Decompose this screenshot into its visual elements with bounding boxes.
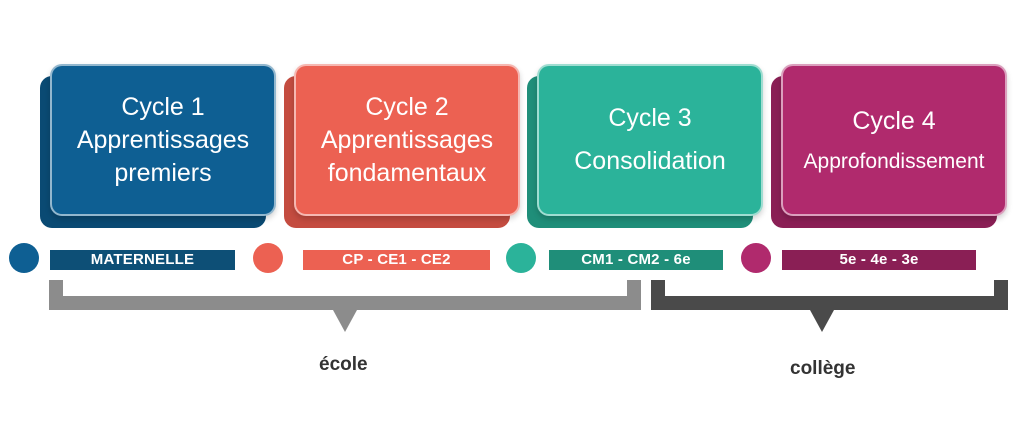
cycle-1-subtitle: Apprentissages premiers bbox=[76, 125, 250, 187]
cycle-4-subtitle: Approfondissement bbox=[803, 149, 985, 173]
cycle-3-level: CM1 - CM2 - 6e bbox=[549, 250, 723, 270]
cycle-4-level: 5e - 4e - 3e bbox=[782, 250, 976, 270]
cycle-3-dot bbox=[506, 243, 536, 273]
cycle-4-card: Cycle 4 Approfondissement bbox=[771, 64, 1007, 228]
cycle-3-card: Cycle 3 Consolidation bbox=[527, 64, 763, 228]
cycle-4-dot bbox=[741, 243, 771, 273]
cycle-3-box: Cycle 3 Consolidation bbox=[537, 64, 763, 216]
cycle-2-dot bbox=[253, 243, 283, 273]
college-pointer bbox=[810, 310, 834, 332]
cycle-4-box: Cycle 4 Approfondissement bbox=[781, 64, 1007, 216]
cycle-3-title: Cycle 3 bbox=[608, 104, 692, 132]
cycle-4-title: Cycle 4 bbox=[852, 106, 936, 135]
cycle-1-level: MATERNELLE bbox=[50, 250, 235, 270]
cycle-2-title: Cycle 2 bbox=[365, 92, 449, 121]
college-bracket bbox=[651, 280, 1008, 310]
ecole-label: école bbox=[319, 354, 368, 375]
cycle-1-card: Cycle 1 Apprentissages premiers bbox=[40, 64, 276, 228]
college-label: collège bbox=[790, 358, 856, 379]
cycle-2-subtitle: Apprentissages fondamentaux bbox=[320, 125, 494, 187]
ecole-bracket bbox=[49, 280, 641, 310]
cycle-2-level: CP - CE1 - CE2 bbox=[303, 250, 490, 270]
cycle-2-box: Cycle 2 Apprentissages fondamentaux bbox=[294, 64, 520, 216]
cycle-1-box: Cycle 1 Apprentissages premiers bbox=[50, 64, 276, 216]
cycle-1-dot bbox=[9, 243, 39, 273]
cycle-1-title: Cycle 1 bbox=[121, 92, 205, 121]
cycle-3-subtitle: Consolidation bbox=[574, 147, 726, 175]
ecole-pointer bbox=[333, 310, 357, 332]
cycle-2-card: Cycle 2 Apprentissages fondamentaux bbox=[284, 64, 520, 228]
